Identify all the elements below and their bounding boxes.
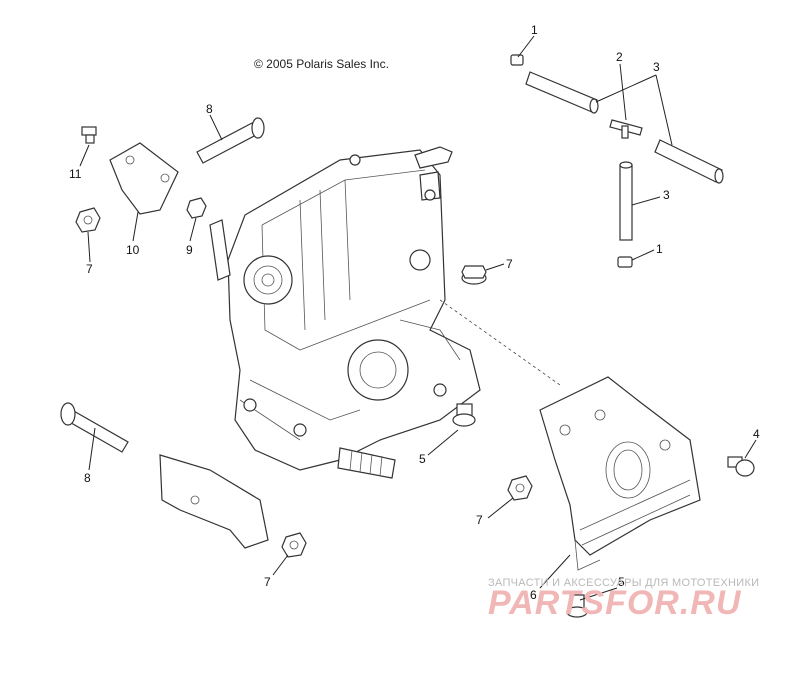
callout-9: 9 (186, 243, 193, 257)
small-bolt (81, 126, 97, 144)
tee-fitting (609, 119, 643, 139)
hose-clamp-top (510, 54, 524, 66)
callout-5-bottom: 5 (618, 575, 625, 589)
hose-clamp-bottom (617, 256, 633, 268)
flange-nut-lower-center (507, 475, 533, 501)
callout-11: 11 (69, 167, 82, 181)
leader-lines (79, 35, 757, 601)
callout-7-lower: 7 (476, 513, 483, 527)
mount-bracket-upper (109, 142, 179, 215)
callout-7-center: 7 (506, 257, 513, 271)
transmission-gearcase (209, 146, 481, 479)
long-bolt-lower (60, 402, 129, 453)
callout-5-center: 5 (419, 452, 426, 466)
callout-7-left: 7 (86, 262, 93, 276)
vent-hose-vertical (619, 161, 633, 241)
vent-hose-upper-left (525, 71, 599, 114)
callout-8-top: 8 (206, 102, 213, 116)
callout-8-lower: 8 (84, 471, 91, 485)
callout-7-bottom: 7 (264, 575, 271, 589)
flange-nut-bottom-left (281, 532, 307, 558)
callout-labels: 1 2 3 3 1 7 8 11 10 9 7 4 5 7 8 7 6 5 (69, 23, 760, 602)
mount-bracket-lower-left (159, 454, 269, 549)
callout-1-right: 1 (656, 242, 663, 256)
flange-nut-left (75, 207, 101, 233)
callout-10: 10 (126, 243, 140, 257)
callout-3-right: 3 (663, 188, 670, 202)
callout-4: 4 (753, 427, 760, 441)
callout-3-top: 3 (653, 60, 660, 74)
mount-bracket-right (539, 376, 701, 571)
bolt-right (727, 456, 755, 477)
callout-1-top: 1 (531, 23, 538, 37)
bolt-bottom-right (566, 594, 588, 618)
vent-hose-upper-right (654, 139, 724, 184)
reference-line (439, 299, 561, 386)
callout-6: 6 (530, 588, 537, 602)
nut (186, 197, 207, 219)
watermark-logo: PARTSFOR.RU (488, 584, 742, 622)
watermark-tagline: ЗАПЧАСТИ И АКСЕССУАРЫ ДЛЯ МОТОТЕХНИКИ (488, 577, 760, 589)
callout-2: 2 (616, 50, 623, 64)
flange-nut-center (461, 265, 487, 285)
bolt-center (452, 403, 476, 427)
copyright-notice: © 2005 Polaris Sales Inc. (254, 57, 389, 71)
long-bolt-upper (196, 117, 265, 164)
